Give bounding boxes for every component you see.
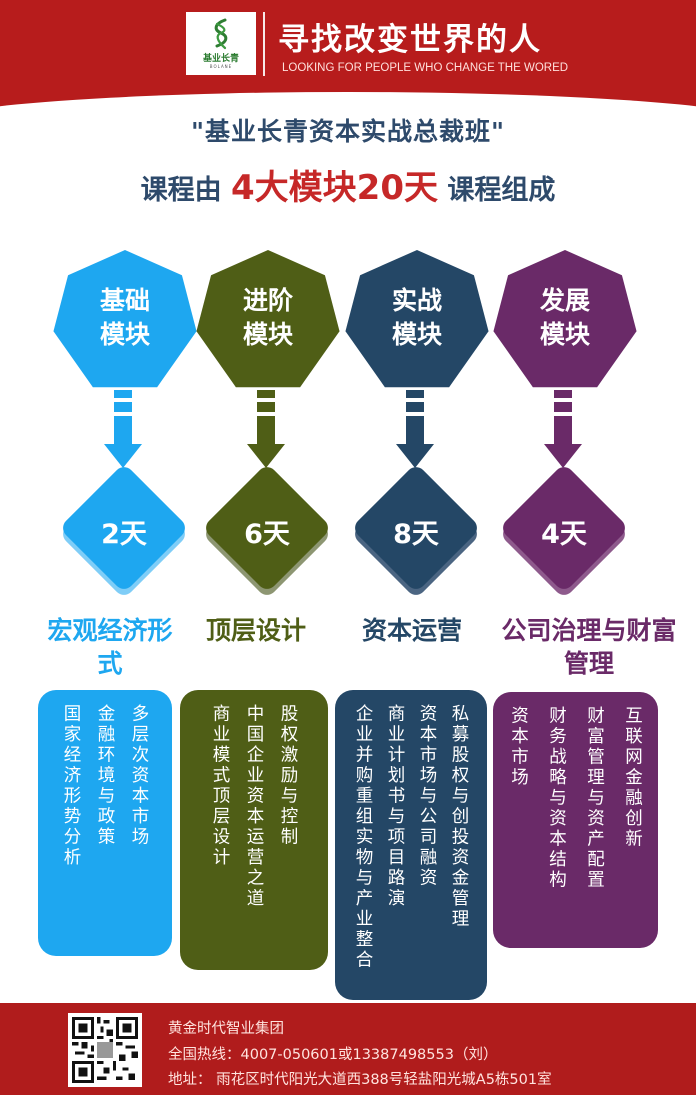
course-item: 私募股权与创投资金管理 — [449, 704, 469, 930]
course-title: "基业长青资本实战总裁班" — [190, 117, 506, 146]
topic-capital-operation: 资本运营 — [361, 616, 462, 645]
module-days: 2天 — [101, 519, 147, 550]
module-name: 发展模块 — [539, 286, 590, 349]
module-days: 6天 — [244, 519, 290, 550]
course-item: 中国企业资本运营之道 — [244, 704, 264, 909]
hotline: 全国热线：4007-050601或13387498553（刘） — [168, 1047, 498, 1063]
course-item: 商业模式顶层设计 — [210, 704, 230, 868]
course-item: 国家经济形势分析 — [61, 704, 81, 868]
course-item: 企业并购重组实物与产业整合 — [353, 704, 373, 971]
module-heptagon: 发展模块 — [493, 250, 637, 388]
connector-segment — [406, 402, 424, 412]
content-box-practical: 私募股权与创投资金管理 资本市场与公司融资 商业计划书与项目路演 企业并购重组实… — [335, 690, 487, 1000]
content-box-advanced: 股权激励与控制 中国企业资本运营之道 商业模式顶层设计 — [180, 690, 328, 970]
topic-top-level-design: 顶层设计 — [205, 616, 306, 645]
slogan-chinese: 寻找改变世界的人 — [278, 22, 542, 58]
arrow-down-icon — [544, 444, 582, 468]
qr-code-graphic — [72, 1017, 138, 1083]
footer-banner: 黄金时代智业集团 全国热线：4007-050601或13387498553（刘）… — [0, 1003, 696, 1095]
subtitle-suffix: 课程组成 — [437, 175, 556, 206]
topic-governance-wealth: 公司治理与财富管理 — [501, 616, 677, 678]
connector-segment — [554, 402, 572, 412]
module-column-practical: 实战模块 8天 — [342, 250, 492, 600]
module-column-basic: 基础模块 2天 — [50, 250, 200, 600]
module-days: 4天 — [541, 519, 587, 550]
module-heptagon: 基础模块 — [53, 250, 197, 388]
connector-segment — [257, 402, 275, 412]
connector-segment — [257, 416, 275, 444]
module-column-development: 发展模块 4天 — [490, 250, 640, 600]
course-item: 股权激励与控制 — [278, 704, 298, 848]
slogan-english: LOOKING FOR PEOPLE WHO CHANGE THE WORED — [282, 62, 569, 74]
qr-code-icon[interactable] — [68, 1013, 142, 1087]
header-banner — [0, 0, 696, 150]
connector-segment — [257, 390, 275, 398]
address: 地址： 雨花区时代阳光大道西388号轻盐阳光城A5栋501室 — [168, 1072, 552, 1088]
topic-macro-economy: 宏观经济形式 — [47, 616, 173, 678]
header-divider — [263, 12, 265, 76]
arrow-down-icon — [247, 444, 285, 468]
brand-logo: 基业长青 BOLANE — [186, 12, 256, 75]
course-item: 互联网金融创新 — [622, 706, 643, 850]
module-name: 实战模块 — [391, 286, 442, 349]
course-item: 金融环境与政策 — [95, 704, 115, 848]
logo-subtext: BOLANE — [209, 64, 233, 69]
course-item: 资本市场 — [508, 706, 529, 788]
connector-segment — [114, 402, 132, 412]
company-name: 黄金时代智业集团 — [168, 1021, 284, 1037]
connector-segment — [406, 416, 424, 444]
connector-segment — [406, 390, 424, 398]
course-item: 商业计划书与项目路演 — [385, 704, 405, 909]
module-heptagon: 进阶模块 — [196, 250, 340, 388]
content-box-development: 互联网金融创新 财富管理与资产配置 财务战略与资本结构 资本市场 — [493, 692, 658, 948]
module-column-advanced: 进阶模块 6天 — [193, 250, 343, 600]
course-subtitle: 课程由 4大模块20天 课程组成 — [0, 160, 696, 209]
module-name: 进阶模块 — [242, 286, 293, 349]
course-item: 多层次资本市场 — [129, 704, 149, 848]
logo-text: 基业长青 — [202, 54, 239, 64]
module-days: 8天 — [393, 519, 439, 550]
connector-segment — [554, 390, 572, 398]
content-box-basic: 多层次资本市场 金融环境与政策 国家经济形势分析 — [38, 690, 172, 956]
subtitle-prefix: 课程由 — [140, 175, 231, 206]
connector-segment — [554, 416, 572, 444]
connector-segment — [114, 390, 132, 398]
subtitle-highlight: 4大模块20天 — [231, 168, 438, 208]
course-item: 财富管理与资产配置 — [584, 706, 605, 891]
course-item: 资本市场与公司融资 — [417, 704, 437, 889]
module-name: 基础模块 — [99, 286, 150, 349]
arrow-down-icon — [396, 444, 434, 468]
module-heptagon: 实战模块 — [345, 250, 489, 388]
connector-segment — [114, 416, 132, 444]
arrow-down-icon — [104, 444, 142, 468]
dna-helix-icon — [214, 18, 228, 50]
header-white-arc — [0, 92, 696, 150]
course-item: 财务战略与资本结构 — [546, 706, 567, 891]
